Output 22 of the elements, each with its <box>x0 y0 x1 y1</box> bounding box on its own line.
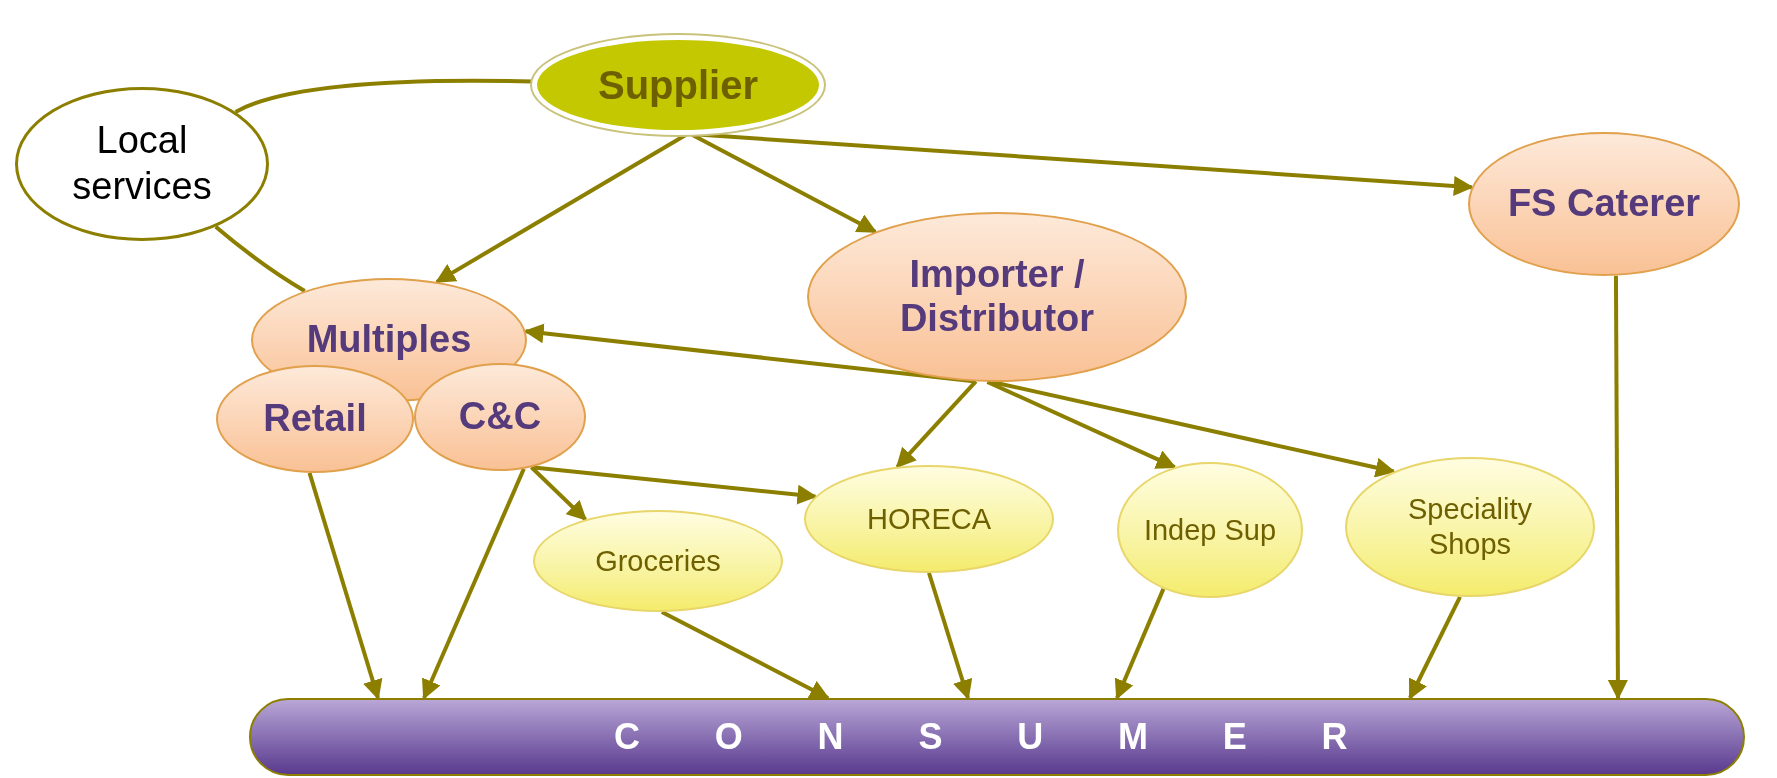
outlet-ellipse: HORECA <box>804 465 1054 573</box>
outlet-ellipse: Groceries <box>533 510 783 612</box>
channel-ellipse: Importer / Distributor <box>807 212 1187 382</box>
channel-ellipse: FS Caterer <box>1468 132 1740 276</box>
channel-ellipse: C&C <box>414 363 586 471</box>
arrow <box>422 468 526 700</box>
connector-line <box>234 78 533 114</box>
consumer-bar: C O N S U M E R <box>249 698 1745 776</box>
arrow <box>986 380 1177 469</box>
arrow <box>991 380 1396 478</box>
arrow <box>927 572 973 700</box>
arrow <box>1114 588 1166 700</box>
arrow <box>660 610 830 700</box>
outlet-ellipse: Speciality Shops <box>1345 457 1595 597</box>
arrow <box>1607 275 1628 700</box>
outlet-ellipse: Indep Sup <box>1117 462 1303 598</box>
service-ellipse: Local services <box>15 87 269 241</box>
supplier-ellipse: Supplier <box>532 35 824 135</box>
connector-line <box>214 225 306 293</box>
arrow <box>307 472 383 700</box>
arrow <box>1408 595 1462 700</box>
channel-ellipse: Retail <box>216 365 414 473</box>
